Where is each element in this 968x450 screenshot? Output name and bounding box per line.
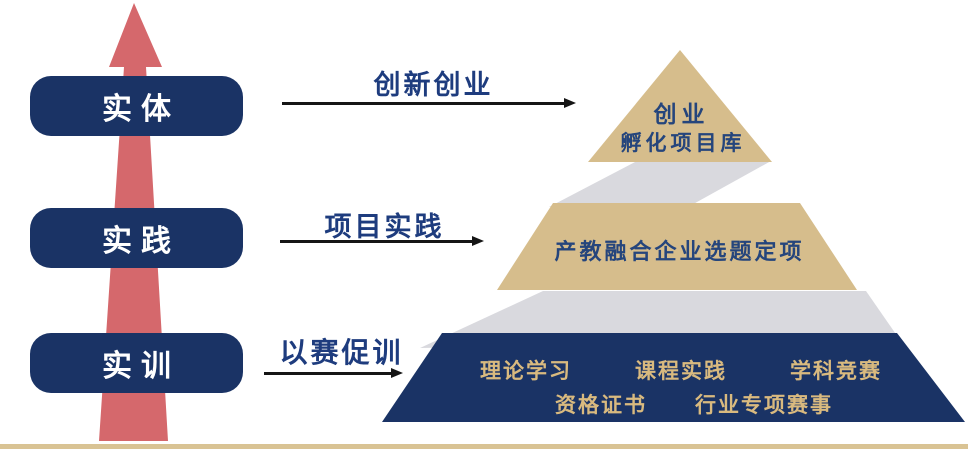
- stage-pill-3: 实训: [30, 333, 243, 393]
- arrow-shaft: [282, 102, 566, 105]
- stage-pill-1-label: 实体: [102, 93, 180, 126]
- arrow-head: [564, 98, 576, 108]
- tier-2-label: 产教融合企业选题定项: [554, 239, 805, 264]
- tier-3-item-theory: 理论学习: [480, 360, 572, 383]
- stage-pill-3-label: 实训: [102, 350, 180, 383]
- right-arrow-icon-2: [280, 236, 484, 247]
- stage-pill-1: 实体: [30, 76, 243, 136]
- tier-1-label-line-2: 孵化项目库: [620, 132, 746, 155]
- flow-label-2: 项目实践: [324, 212, 445, 242]
- flow-label-1: 创新创业: [373, 70, 494, 100]
- tier-3-item-subject-competition: 学科竞赛: [790, 360, 882, 383]
- baseline-rule: [0, 444, 968, 449]
- tier-3-item-course-practice: 课程实践: [635, 360, 727, 383]
- arrow-head: [472, 236, 484, 246]
- pyramid-shadow-upper: [549, 161, 771, 207]
- pyramid-tier-2-trapezoid: [497, 203, 857, 290]
- stage-pill-2-label: 实践: [102, 225, 180, 258]
- right-arrow-icon-3: [264, 368, 403, 379]
- arrow-head: [391, 368, 403, 378]
- tier-1-label-line-1: 创业: [653, 101, 710, 127]
- tier-3-item-certificate: 资格证书: [555, 394, 647, 417]
- arrow-shaft: [280, 240, 474, 243]
- tier-3-item-industry-events: 行业专项赛事: [695, 394, 833, 417]
- stage-pill-2: 实践: [30, 208, 243, 268]
- pyramid-tier-3-trapezoid: [382, 333, 965, 422]
- right-arrow-icon-1: [282, 98, 576, 109]
- arrow-shaft: [264, 372, 393, 375]
- flow-label-3: 以赛促训: [279, 337, 404, 368]
